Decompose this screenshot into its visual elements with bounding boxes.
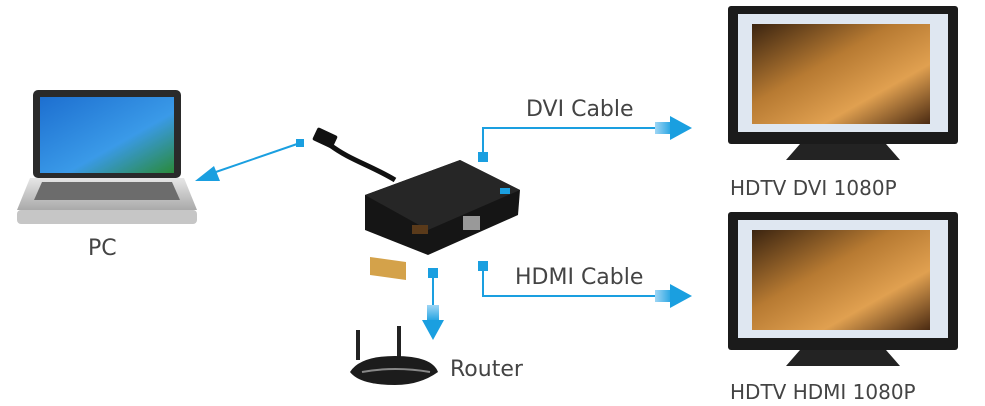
dvi-cable-arrow <box>478 116 692 162</box>
router-image <box>350 326 438 385</box>
laptop-pc-image <box>17 90 197 224</box>
pc-label: PC <box>88 236 117 261</box>
hdmi-cable-label: HDMI Cable <box>515 265 644 290</box>
usb-adapter-device <box>312 127 520 281</box>
tv-hdmi-label: HDTV HDMI 1080P <box>730 380 916 404</box>
dvi-cable-label: DVI Cable <box>526 97 634 122</box>
usb-link-arrow <box>195 139 304 181</box>
tv-dvi-image <box>728 6 958 160</box>
tv-dvi-label: HDTV DVI 1080P <box>730 176 897 200</box>
hdmi-cable-arrow <box>478 261 692 308</box>
tv-hdmi-image <box>728 212 958 366</box>
ethernet-cable-arrow <box>422 268 444 340</box>
router-label: Router <box>450 357 523 382</box>
